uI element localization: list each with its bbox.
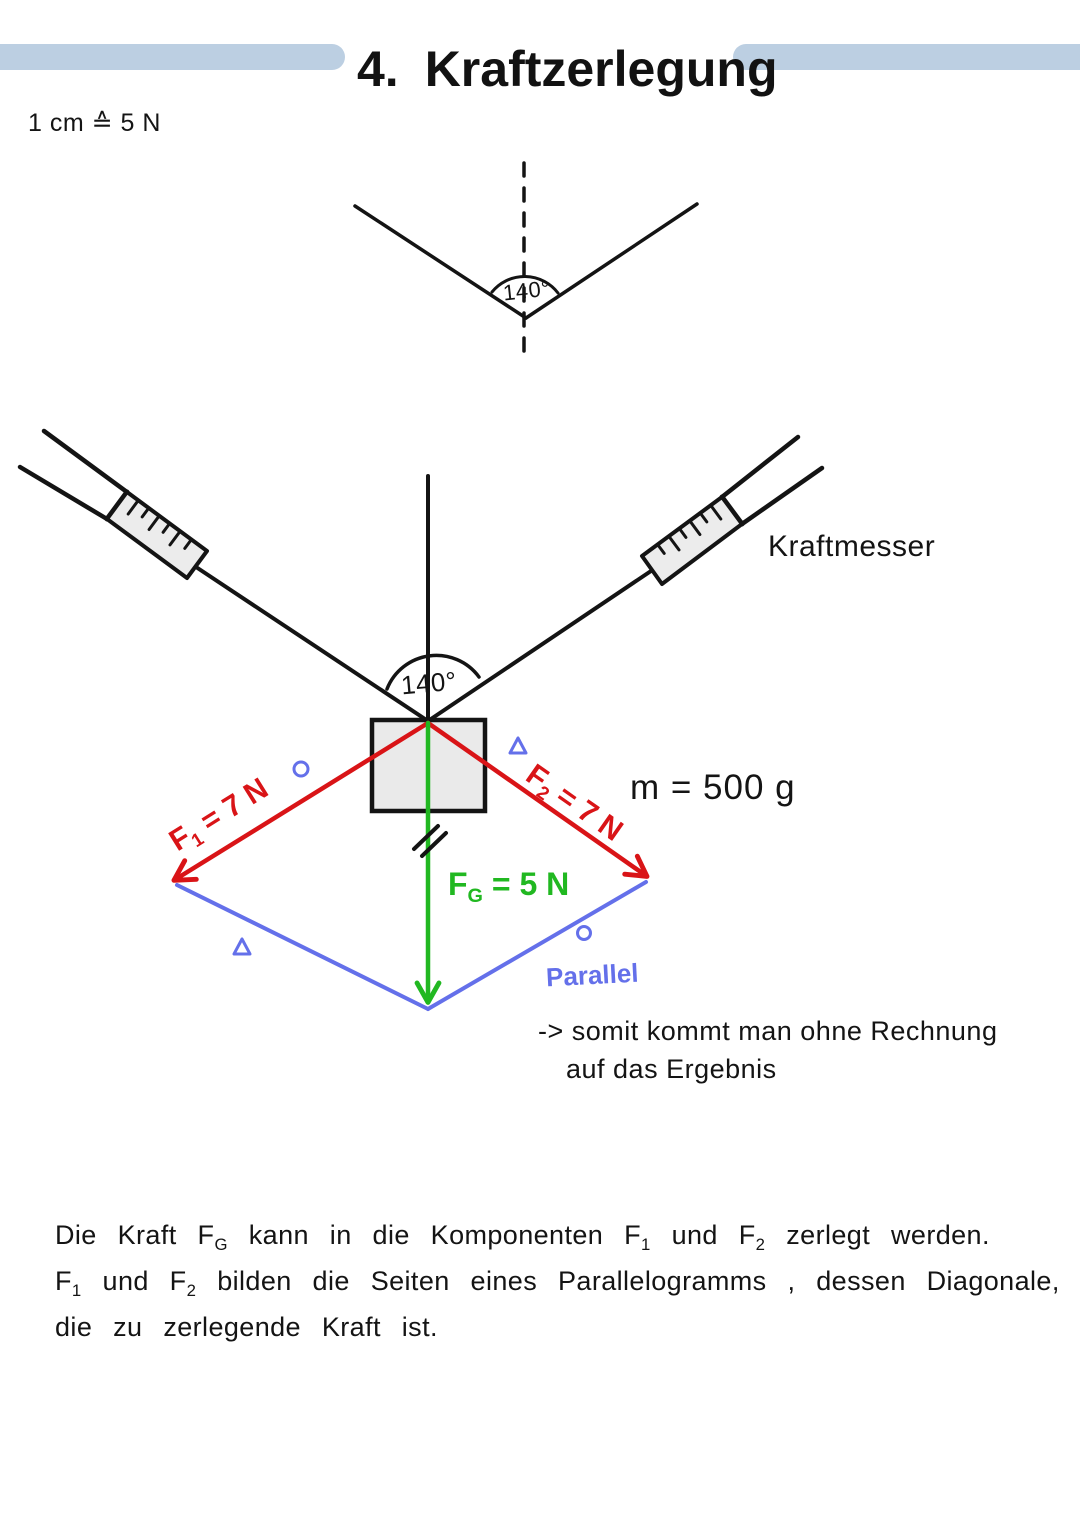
conclusion-line1: -> somit kommt man ohne Rechnung bbox=[538, 1016, 998, 1046]
left-ray bbox=[353, 204, 528, 320]
paragraph-line3: die zu zerlegende Kraft ist. bbox=[55, 1312, 438, 1342]
right-scale-ticks bbox=[656, 503, 723, 555]
triangle-mark-f2 bbox=[508, 736, 528, 755]
paragraph-line1: Die Kraft FG kann in die Komponenten F1 … bbox=[55, 1220, 990, 1254]
main-angle-label: 140° bbox=[399, 665, 458, 701]
right-rope-upper bbox=[719, 434, 801, 500]
left-string bbox=[194, 565, 430, 723]
right-ray bbox=[524, 202, 699, 320]
conclusion-line2: auf das Ergebnis bbox=[566, 1054, 777, 1084]
title-number: 4. bbox=[357, 41, 399, 97]
left-rope-lower bbox=[17, 464, 110, 522]
circle-mark-f1 bbox=[292, 760, 310, 778]
left-scale-tube bbox=[105, 490, 209, 580]
left-spring-scale bbox=[17, 428, 430, 723]
title-text: Kraftzerlegung bbox=[424, 41, 778, 97]
paragraph-line2: F1 und F2 bilden die Seiten eines Parall… bbox=[55, 1266, 1060, 1300]
right-spring-scale bbox=[426, 434, 825, 723]
angle-arc bbox=[490, 275, 560, 295]
right-scale-tube bbox=[640, 495, 744, 586]
main-angle-arc bbox=[385, 653, 481, 691]
fg-label: FG = 5 N bbox=[448, 866, 570, 907]
left-rope-upper bbox=[41, 428, 130, 495]
triangle-mark-left-side bbox=[232, 937, 252, 956]
force-f2-arrow bbox=[425, 720, 650, 879]
main-diagram bbox=[17, 428, 825, 1011]
parallel-label: Parallel bbox=[545, 957, 640, 993]
scale-note: 1 cm ≙ 5 N bbox=[28, 109, 161, 137]
circle-mark-right-side bbox=[576, 925, 592, 941]
double-tick-mark bbox=[412, 824, 448, 858]
kraftmesser-label: Kraftmesser bbox=[768, 530, 936, 563]
parallelogram-left-side bbox=[175, 883, 430, 1011]
force-f1-arrow bbox=[171, 720, 431, 883]
right-rope-lower bbox=[739, 465, 825, 527]
top-angle-label: 140° bbox=[501, 275, 552, 306]
title-highlight-bar-right bbox=[733, 44, 1080, 70]
right-string bbox=[426, 569, 653, 723]
parallelogram-right-side bbox=[426, 880, 648, 1011]
mass-label: m = 500 g bbox=[630, 768, 796, 807]
title-highlight-bar-left bbox=[0, 44, 345, 70]
page-title: 4. Kraftzerlegung bbox=[357, 40, 778, 98]
top-angle-diagram bbox=[353, 161, 699, 362]
left-scale-ticks bbox=[126, 498, 193, 550]
congruence-marks bbox=[232, 736, 592, 956]
